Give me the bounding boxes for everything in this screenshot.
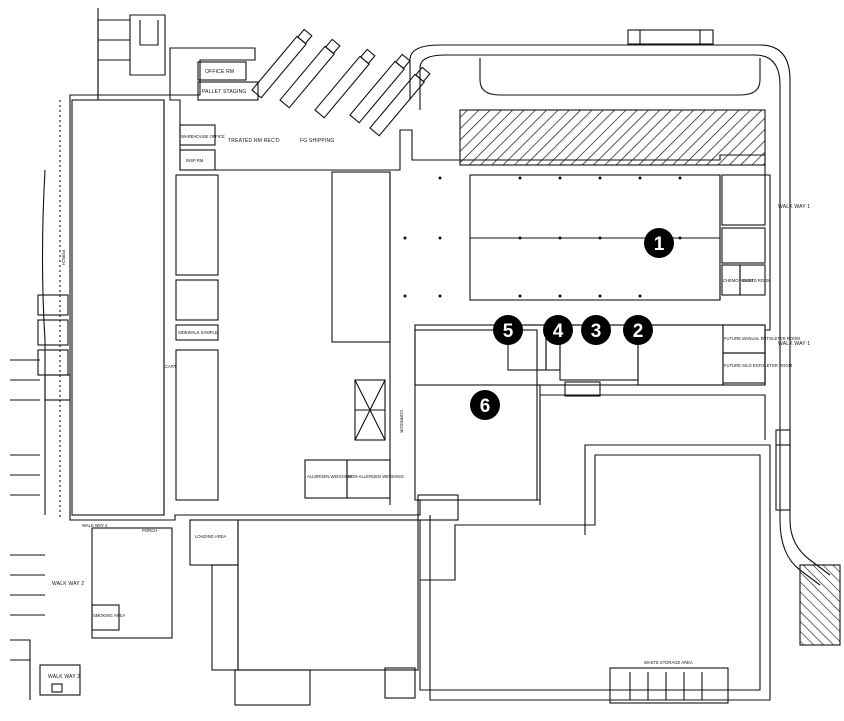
label-porch-bottom: PORCH	[142, 528, 157, 533]
label-allergen: ALLERGEN WEIGHING	[307, 474, 352, 479]
label-treated-rm: TREATED RM REC'D	[228, 138, 280, 144]
label-walk-way-1-top: WALK WAY 1	[778, 204, 810, 210]
label-fg-shipping: FG SHIPPING	[300, 138, 334, 144]
smoking-area-box	[91, 604, 120, 631]
marker-5-number: 5	[503, 321, 514, 342]
left-parking	[10, 20, 99, 616]
label-sidewalk-sample: SIDEWALK SAMPLE	[178, 330, 218, 335]
waste-storage-block	[609, 667, 729, 704]
site-road-loop	[479, 58, 761, 96]
office-rm-room	[197, 61, 247, 81]
rack-column-a	[175, 174, 219, 276]
label-warehouse-office: WAREHOUSE OFFICE	[181, 134, 225, 139]
label-office-rm: OFFICE RM	[205, 69, 234, 75]
loading-building	[237, 519, 419, 671]
allergen-room	[304, 459, 348, 499]
marker-3: 3	[581, 315, 611, 345]
left-warehouse	[71, 99, 165, 516]
label-insp-rm: INSP RM	[186, 158, 204, 163]
pallet-staging-room	[197, 81, 259, 101]
future-silo-room	[722, 352, 766, 384]
marker-6-number: 6	[480, 396, 491, 417]
label-pallet-staging: PALLET STAGING	[202, 89, 246, 95]
numbered-markers: 1 2 3 4 5 6	[470, 228, 674, 420]
left-top-tower	[129, 14, 166, 76]
top-vehicle	[627, 29, 714, 45]
rack-column-c	[175, 349, 219, 501]
upper-right-room	[721, 174, 766, 226]
label-future-manual: FUTURE MANUAL ENTOLETER ROOM	[724, 336, 800, 341]
stair-small	[564, 381, 601, 397]
label-walk-way-2-corner: WALK WAY 2	[48, 674, 80, 680]
column-dots	[403, 176, 682, 298]
room-6	[414, 329, 538, 501]
label-future-silo: FUTURE SILO ENTOLETER ROOM	[724, 363, 793, 368]
marker-3-number: 3	[591, 321, 602, 342]
site-road-inner	[419, 54, 821, 586]
truck-trailers	[251, 28, 431, 137]
label-walk-way-1-mid: WALK WAY 1	[778, 341, 810, 347]
left-stair-blocks	[37, 294, 71, 401]
marker-1: 1	[644, 228, 674, 258]
label-waste-storage: WASTE STORAGE AREA	[644, 660, 693, 665]
waste-room-box	[739, 264, 766, 296]
sidewalk-sample-room	[175, 324, 219, 341]
marker-2: 2	[623, 315, 653, 345]
plan-labels: OFFICE RM PALLET STAGING TREATED RM REC'…	[48, 69, 810, 680]
label-walk-way-2-left: WALK WAY 2	[52, 581, 84, 587]
marker-1-number: 1	[654, 234, 665, 255]
hatched-parking	[459, 109, 766, 166]
bottom-left-building	[91, 527, 173, 639]
site-road-outer	[409, 44, 831, 576]
marker-4: 4	[543, 315, 573, 345]
marker-6: 6	[470, 390, 500, 420]
marker-2-number: 2	[633, 321, 644, 342]
label-cart: CART	[165, 364, 177, 369]
label-non-allergen: NON-ALLERGEN WEIGHING	[348, 474, 404, 479]
label-chemo-room: CHEMO ROOM	[723, 278, 753, 283]
center-block	[331, 171, 391, 343]
label-waste-room: WASTE ROOM	[742, 278, 771, 283]
label-porch-left: PORCH	[61, 250, 66, 265]
rack-column-b	[175, 279, 219, 321]
waste-yard-outline	[419, 454, 761, 691]
warehouse-office-room	[179, 124, 216, 146]
label-smoking-area: SMOKING AREA	[93, 613, 125, 618]
label-walk-way-2-bottom: WALK WAY 2	[82, 523, 108, 528]
mid-right-room	[721, 227, 766, 264]
right-vehicle	[775, 429, 791, 511]
waste-bins	[629, 672, 703, 700]
insp-rm-room	[179, 149, 216, 171]
marker-5: 5	[493, 315, 523, 345]
hatched-corner	[799, 564, 841, 646]
non-allergen-room	[346, 459, 391, 499]
gate-box	[39, 664, 81, 696]
label-corridor: CORRIDOR	[399, 410, 404, 433]
label-loading-area: LOADING AREA	[195, 534, 226, 539]
marker-4-number: 4	[553, 321, 564, 342]
